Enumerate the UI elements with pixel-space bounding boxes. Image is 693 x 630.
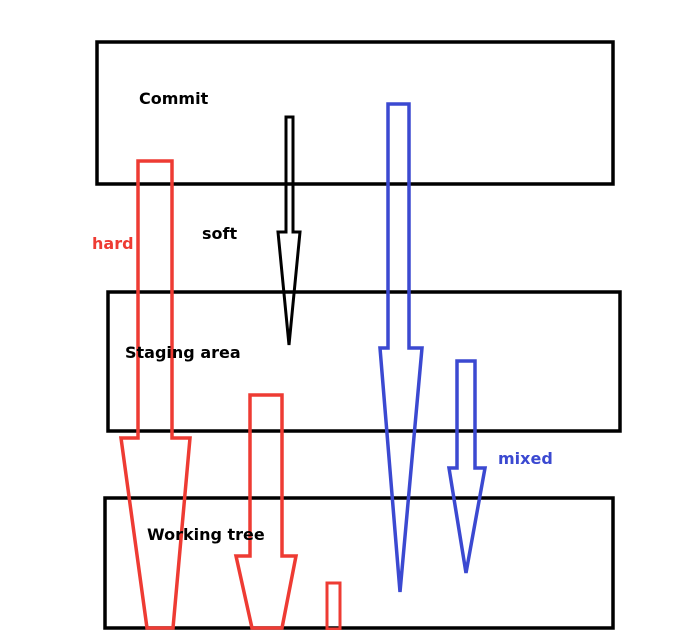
mixed-arrow-short	[446, 359, 488, 574]
soft-arrow	[276, 115, 302, 346]
working-tree-box	[103, 496, 615, 630]
staging-area-label: Staging area	[125, 343, 241, 362]
mixed-arrow-long	[378, 102, 424, 593]
hard-arrow-stub	[325, 581, 342, 630]
commit-label: Commit	[139, 89, 209, 108]
working-tree-label: Working tree	[147, 525, 265, 544]
soft-label: soft	[202, 224, 238, 243]
mixed-label: mixed	[498, 449, 553, 468]
hard-label: hard	[92, 234, 134, 253]
hard-arrow-short	[233, 393, 299, 630]
commit-box	[95, 40, 615, 186]
staging-area-box	[106, 290, 622, 433]
hard-arrow-long	[118, 159, 192, 630]
